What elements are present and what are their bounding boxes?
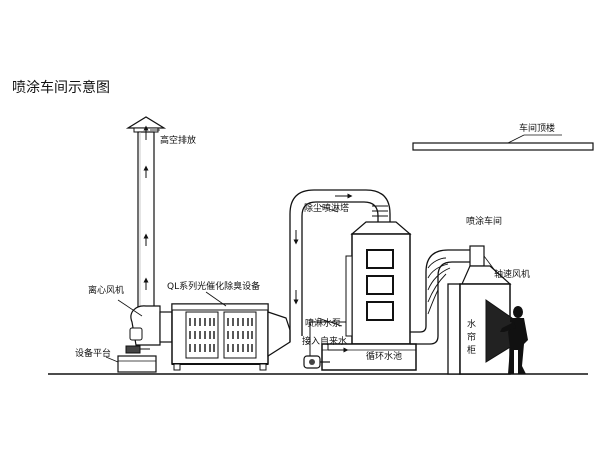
label-dust-spray-tower: 除尘喷淋塔 xyxy=(304,204,350,214)
label-equipment-platform: 设备平台 xyxy=(75,349,112,359)
equipment-platform xyxy=(105,355,157,373)
duct-to-spray-tower xyxy=(289,189,391,342)
label-paint-workshop: 喷涂车间 xyxy=(466,217,503,227)
label-high-altitude-exhaust: 高空排放 xyxy=(160,136,197,146)
label-water-curtain-2: 帘 xyxy=(467,333,477,343)
diagram-title: 喷涂车间示意图 xyxy=(12,80,110,96)
dust-spray-tower xyxy=(345,221,412,345)
exhaust-stack xyxy=(125,116,167,326)
centrifugal-fan xyxy=(117,299,161,354)
fan-to-device-duct xyxy=(159,311,173,343)
label-workshop-roof: 车间顶楼 xyxy=(519,124,556,134)
tap-water-pipe xyxy=(327,344,349,353)
label-ql-device: QL系列光催化除臭设备 xyxy=(167,282,261,292)
workshop-roof xyxy=(412,134,594,151)
label-circulating-pool: 循环水池 xyxy=(366,352,403,362)
tower-to-fan-duct xyxy=(410,249,470,345)
label-spray-pump: 喷淋水泵 xyxy=(305,319,342,329)
worker-figure xyxy=(500,306,528,374)
label-tap-water-inlet: 接入自来水 xyxy=(302,337,348,347)
label-centrifugal-fan: 离心风机 xyxy=(88,286,125,296)
label-water-curtain-1: 水 xyxy=(467,320,477,330)
ql-photocatalytic-device xyxy=(171,291,269,371)
label-water-curtain-3: 柜 xyxy=(467,346,477,356)
label-axial-fan: 轴速风机 xyxy=(494,270,531,280)
device-outlet-hopper xyxy=(267,311,291,358)
axial-fan xyxy=(461,245,512,285)
spray-water-pump xyxy=(303,317,346,369)
